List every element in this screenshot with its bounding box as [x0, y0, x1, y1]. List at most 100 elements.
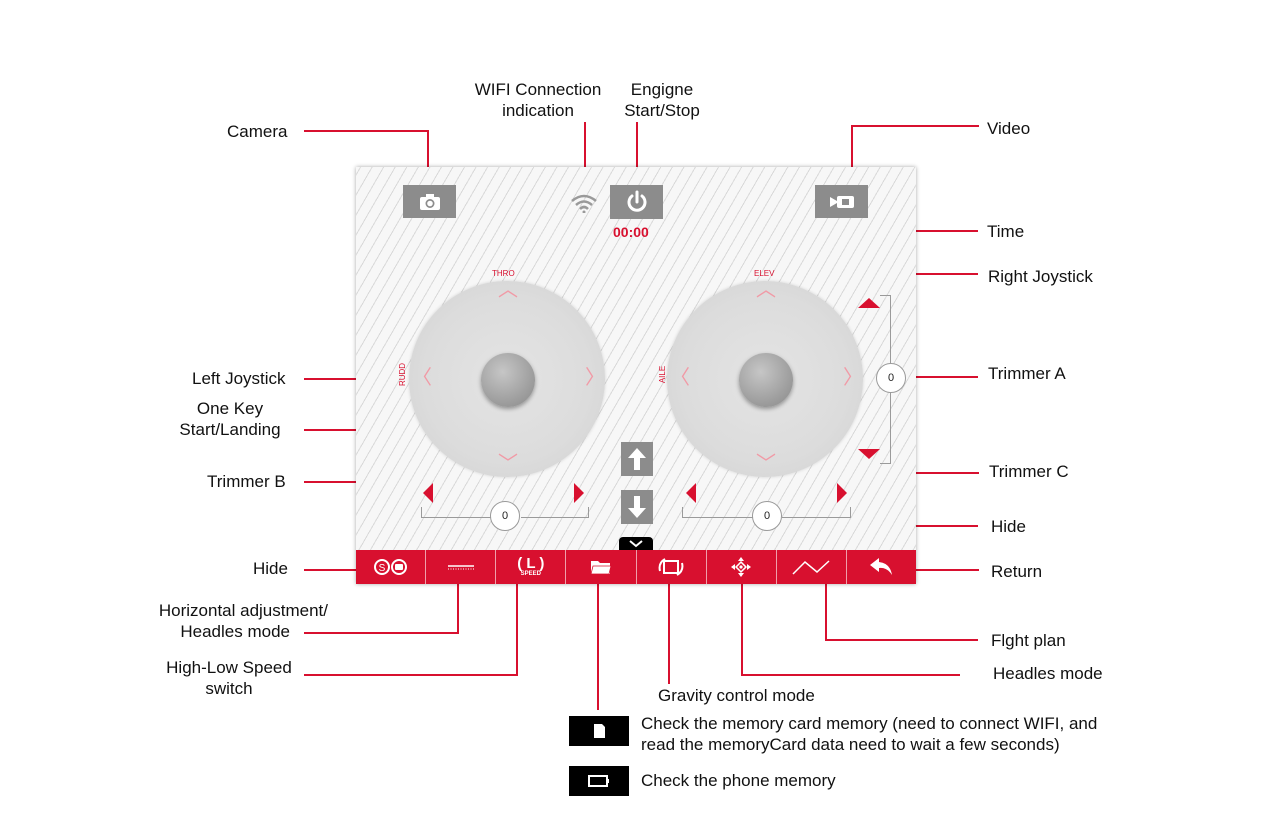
- return-callout-line: [915, 569, 979, 571]
- trimmer-b-dial[interactable]: 0: [490, 501, 520, 531]
- one-key-landing-button[interactable]: [621, 490, 653, 524]
- hide-modes-button[interactable]: S: [356, 550, 427, 584]
- left-joystick-label: Left Joystick: [192, 369, 286, 388]
- camera-icon: [419, 193, 440, 210]
- wifi-icon: [571, 194, 597, 213]
- flight-plan-callout-line: [825, 639, 978, 641]
- elevator-axis-label: ELEV: [754, 269, 775, 278]
- trimmer-c-left-arrow[interactable]: [686, 483, 696, 503]
- trimmer-a-track: [880, 393, 891, 464]
- video-camera-icon: [829, 195, 854, 208]
- arrow-up-icon: [628, 448, 646, 470]
- sd-card-icon: [594, 724, 605, 738]
- gravity-control-button[interactable]: [637, 550, 707, 584]
- trimmer-b-left-arrow[interactable]: [423, 483, 433, 503]
- right-joystick-label: Right Joystick: [988, 267, 1093, 286]
- arrow-down-icon: [628, 496, 646, 518]
- right-joystick-knob[interactable]: [739, 353, 793, 407]
- video-callout-line: [851, 125, 853, 195]
- legend-phone-text: Check the phone memory: [641, 771, 836, 790]
- hide-toolbar-button[interactable]: [619, 537, 653, 551]
- camera-callout-line: [427, 130, 429, 192]
- return-label: Return: [991, 562, 1043, 581]
- phone-icon: [588, 775, 609, 787]
- engine-start-stop-button[interactable]: [610, 185, 663, 219]
- rudder-axis-label: RUDD: [398, 362, 408, 387]
- speed-switch-icon: ( L ): [517, 555, 545, 572]
- trimmer-a-label: Trimmer A: [988, 364, 1066, 383]
- chevron-left-icon: 〈: [670, 365, 690, 389]
- left-joystick-knob[interactable]: [481, 353, 535, 407]
- chevron-up-icon: ︿: [498, 277, 518, 301]
- video-button[interactable]: [815, 185, 868, 218]
- trimmer-a-track: [880, 295, 891, 366]
- trimmer-b-label: Trimmer B: [207, 472, 286, 491]
- throttle-axis-label: THRO: [492, 269, 515, 278]
- headless-icon: [731, 557, 752, 577]
- trimmer-c-track: [682, 507, 753, 518]
- hide-left-callout-line: [304, 569, 357, 571]
- speed-callout-line: [516, 584, 518, 676]
- horizontal-callout-line: [304, 632, 459, 634]
- flight-plan-icon: [792, 560, 830, 575]
- headles-label: Headles mode: [993, 664, 1103, 683]
- hide-right-label: Hide: [991, 517, 1026, 536]
- app-screen: 00:00 ︿ ﹀ 〈 〉 THRO RUDD ︿ ﹀ 〈 〉 ELEV AIL…: [356, 167, 916, 584]
- wifi-callout-line: [584, 122, 586, 192]
- camera-button[interactable]: [403, 185, 456, 218]
- trimmer-b-right-arrow[interactable]: [574, 483, 584, 503]
- left-joystick[interactable]: ︿ ﹀ 〈 〉: [409, 277, 605, 477]
- memory-folder-button[interactable]: [566, 550, 637, 584]
- horizontal-adjust-button[interactable]: [426, 550, 497, 584]
- trimmer-c-label: Trimmer C: [989, 462, 1069, 481]
- trimmer-a-down-arrow[interactable]: [858, 449, 880, 459]
- flight-plan-label: Flght plan: [991, 631, 1066, 650]
- gravity-callout-line: [668, 584, 670, 684]
- trimmer-c-dial[interactable]: 0: [752, 501, 782, 531]
- video-label: Video: [987, 119, 1031, 138]
- flight-plan-callout-line: [825, 584, 827, 641]
- legend-phone-box: [569, 766, 629, 796]
- legend-sd-card-box: [569, 716, 629, 746]
- trimmer-a-callout-line: [905, 376, 978, 378]
- trimmer-b-track: [421, 507, 492, 518]
- speed-callout-line: [304, 674, 518, 676]
- trimmer-c-right-arrow[interactable]: [837, 483, 847, 503]
- one-key-takeoff-button[interactable]: [621, 442, 653, 476]
- power-icon: [627, 190, 646, 212]
- chevron-right-icon: 〉: [585, 365, 605, 389]
- return-button[interactable]: [847, 550, 916, 584]
- speed-switch-button[interactable]: ( L ) SPEED: [496, 550, 567, 584]
- horizontal-callout-line: [457, 584, 459, 634]
- headles-callout-line: [741, 674, 960, 676]
- chevron-up-icon: ︿: [756, 277, 776, 301]
- return-icon: [870, 558, 893, 575]
- speed-sub-label: SPEED: [520, 571, 541, 577]
- svg-text:S: S: [378, 563, 385, 574]
- camera-callout-line: [304, 130, 428, 132]
- trimmer-a-dial[interactable]: 0: [876, 363, 906, 393]
- chevron-left-icon: 〈: [412, 365, 432, 389]
- hide-modes-icon: S: [373, 559, 407, 575]
- camera-label: Camera: [227, 122, 288, 141]
- hide-left-label: Hide: [253, 559, 288, 578]
- trimmer-c-track: [782, 507, 851, 518]
- headless-mode-button[interactable]: [707, 550, 777, 584]
- headles-callout-line: [741, 584, 743, 676]
- engine-callout-line: [636, 122, 638, 194]
- trimmer-a-up-arrow[interactable]: [858, 298, 880, 308]
- gravity-icon: [658, 558, 684, 576]
- horizontal-label: Horizontal adjustment/Headles mode: [158, 601, 328, 641]
- aileron-axis-label: AILE: [658, 365, 668, 384]
- legend-sd-card-text: Check the memory card memory (need to co…: [641, 714, 1098, 754]
- gravity-label: Gravity control mode: [658, 686, 815, 705]
- flight-plan-button[interactable]: [777, 550, 847, 584]
- chevron-down-icon: ﹀: [756, 451, 776, 475]
- chevron-down-icon: ﹀: [498, 451, 518, 475]
- chevron-right-icon: 〉: [843, 365, 863, 389]
- trimmer-b-track: [521, 507, 589, 518]
- right-joystick[interactable]: ︿ ﹀ 〈 〉: [667, 277, 863, 477]
